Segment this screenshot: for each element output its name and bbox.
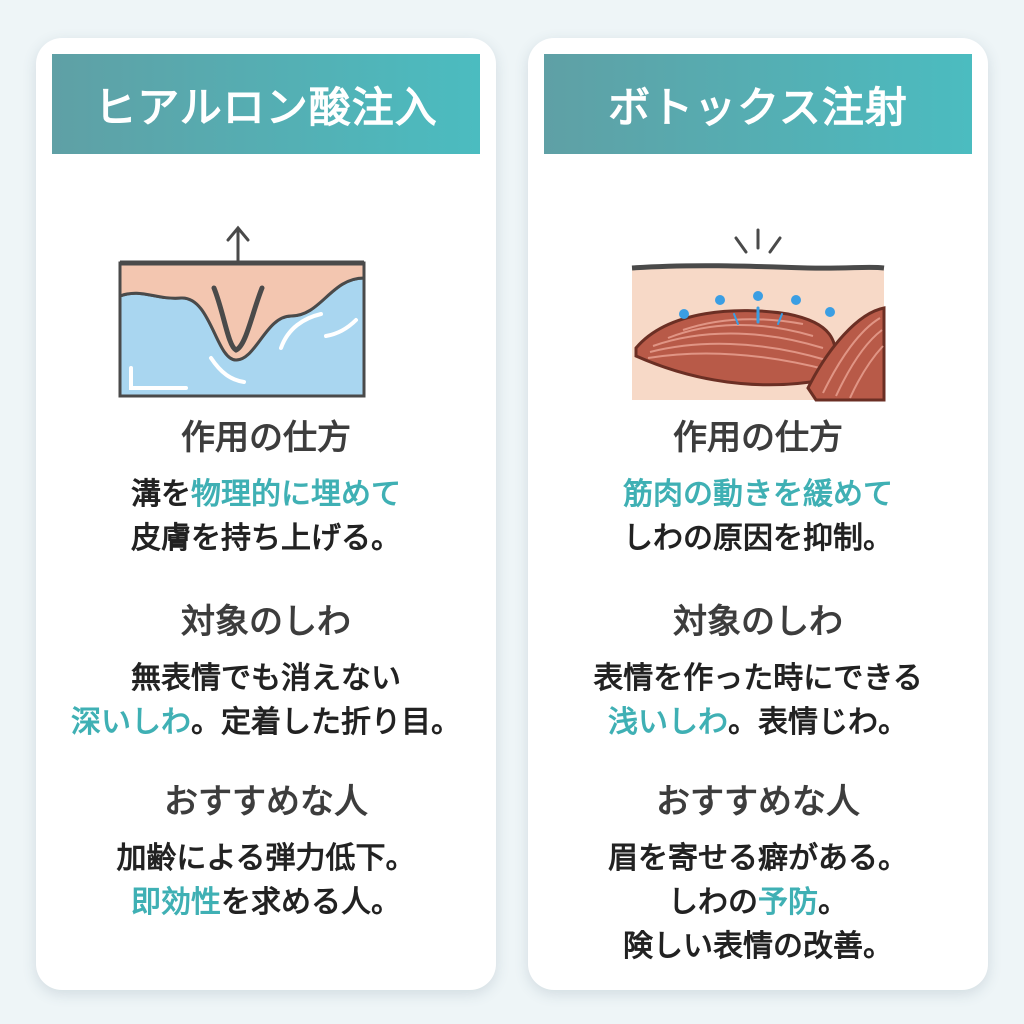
- recommend-line-2: 即効性を求める人。: [131, 885, 401, 920]
- action-line-1: 筋肉の動きを緩めて: [623, 477, 893, 512]
- section-heading: おすすめな人: [164, 782, 368, 822]
- target-line-1: 無表情でも消えない: [131, 661, 401, 696]
- botox-card: ボトックス注射 作: [528, 38, 988, 990]
- section-heading: 対象のしわ: [181, 602, 351, 642]
- highlight-text: 物理的に埋めて: [191, 477, 401, 512]
- section-heading: 作用の仕方: [673, 418, 843, 458]
- skin-filler-lift-icon: [118, 225, 366, 398]
- action-section: 作用の仕方 溝を物理的に埋めて 皮膚を持ち上げる。: [36, 410, 496, 561]
- target-line-2: 浅いしわ。表情じわ。: [608, 705, 908, 740]
- recommend-line-2: しわの予防。: [668, 885, 848, 920]
- section-heading: 作用の仕方: [181, 418, 351, 458]
- recommend-line-1: 加齢による弾力低下。: [116, 841, 416, 876]
- hyaluronic-acid-card: ヒアルロン酸注入 作用の仕方 溝を物理的に埋めて 皮膚を持ち上げる。 対象のしわ…: [36, 38, 496, 990]
- skin-muscle-relax-icon: [631, 228, 886, 402]
- highlight-text: 即効性: [131, 885, 221, 920]
- recommend-line-3: 険しい表情の改善。: [623, 929, 893, 964]
- action-line-2: しわの原因を抑制。: [623, 521, 893, 556]
- recommend-section: おすすめな人 眉を寄せる癖がある。 しわの予防。 険しい表情の改善。: [528, 774, 988, 969]
- recommend-section: おすすめな人 加齢による弾力低下。 即効性を求める人。: [36, 774, 496, 925]
- target-line-2: 深いしわ。定着した折り目。: [71, 705, 461, 740]
- action-line-2: 皮膚を持ち上げる。: [131, 521, 401, 556]
- card-title: ヒアルロン酸注入: [52, 54, 480, 154]
- section-heading: 対象のしわ: [673, 602, 843, 642]
- recommend-line-1: 眉を寄せる癖がある。: [608, 841, 908, 876]
- action-section: 作用の仕方 筋肉の動きを緩めて しわの原因を抑制。: [528, 410, 988, 561]
- highlight-text: 深いしわ: [71, 705, 191, 740]
- highlight-text: 浅いしわ: [608, 705, 728, 740]
- action-line-1: 溝を物理的に埋めて: [131, 477, 401, 512]
- target-line-1: 表情を作った時にできる: [593, 661, 923, 696]
- highlight-text: 予防: [758, 885, 818, 920]
- target-section: 対象のしわ 無表情でも消えない 深いしわ。定着した折り目。: [36, 594, 496, 745]
- section-heading: おすすめな人: [656, 782, 860, 822]
- target-section: 対象のしわ 表情を作った時にできる 浅いしわ。表情じわ。: [528, 594, 988, 745]
- card-title: ボトックス注射: [544, 54, 972, 154]
